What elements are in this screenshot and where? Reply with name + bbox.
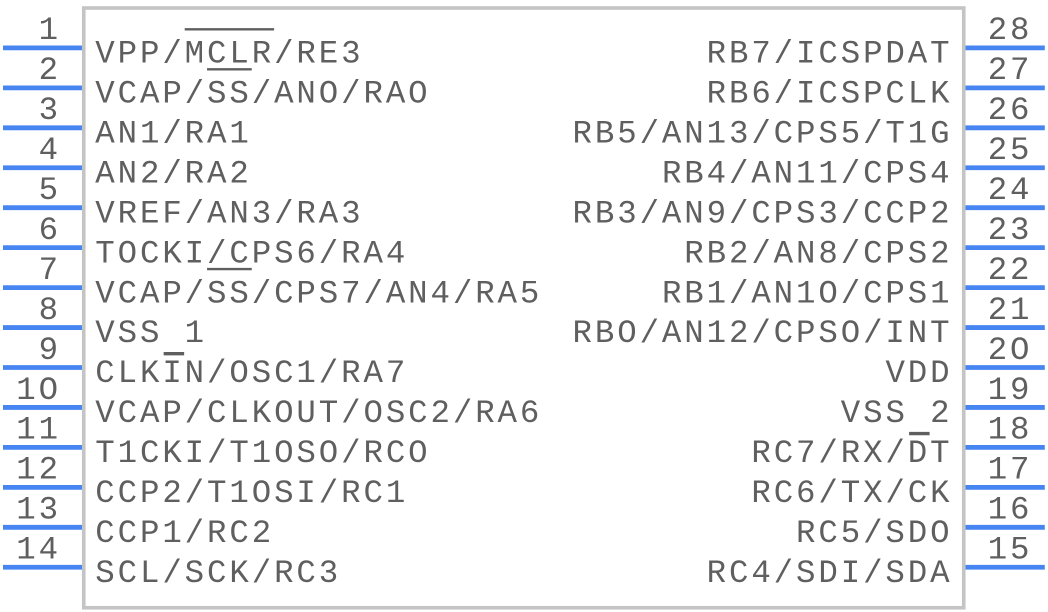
svg-text:T1CKI/T1OSO/RCO: T1CKI/T1OSO/RCO: [95, 435, 430, 472]
svg-text:CLKIN/OSC1/RA7: CLKIN/OSC1/RA7: [95, 355, 408, 392]
svg-text:VCAP/SS/CPS7/AN4/RA5: VCAP/SS/CPS7/AN4/RA5: [95, 275, 542, 312]
svg-text:8: 8: [39, 292, 61, 329]
svg-text:RC4/SDI/SDA: RC4/SDI/SDA: [707, 555, 953, 592]
svg-text:RB3/AN9/CPS3/CCP2: RB3/AN9/CPS3/CCP2: [573, 195, 953, 232]
svg-text:4: 4: [39, 132, 61, 169]
svg-text:CCP1/RC2: CCP1/RC2: [95, 515, 274, 552]
svg-text:9: 9: [39, 332, 61, 369]
svg-text:RB5/AN13/CPS5/T1G: RB5/AN13/CPS5/T1G: [573, 115, 953, 152]
svg-text:21: 21: [988, 292, 1033, 329]
svg-text:1O: 1O: [16, 372, 61, 409]
svg-text:6: 6: [39, 212, 61, 249]
svg-text:16: 16: [988, 492, 1033, 529]
svg-text:14: 14: [16, 532, 61, 569]
svg-text:25: 25: [988, 132, 1033, 169]
svg-text:VPP/MCLR/RE3: VPP/MCLR/RE3: [95, 36, 363, 73]
svg-text:26: 26: [988, 92, 1033, 129]
svg-text:AN1/RA1: AN1/RA1: [95, 115, 251, 152]
svg-text:VSS 1: VSS 1: [95, 315, 207, 352]
svg-text:VREF/AN3/RA3: VREF/AN3/RA3: [95, 195, 363, 232]
svg-text:SCL/SCK/RC3: SCL/SCK/RC3: [95, 555, 341, 592]
svg-text:AN2/RA2: AN2/RA2: [95, 155, 251, 192]
svg-text:19: 19: [988, 372, 1033, 409]
svg-text:22: 22: [988, 252, 1033, 289]
svg-text:2O: 2O: [988, 332, 1033, 369]
svg-text:TOCKI/CPS6/RA4: TOCKI/CPS6/RA4: [95, 235, 408, 272]
svg-text:18: 18: [988, 412, 1033, 449]
svg-text:VSS 2: VSS 2: [841, 395, 953, 432]
svg-text:23: 23: [988, 212, 1033, 249]
svg-text:RB2/AN8/CPS2: RB2/AN8/CPS2: [684, 235, 952, 272]
svg-text:15: 15: [988, 532, 1033, 569]
svg-text:3: 3: [39, 92, 61, 129]
svg-text:27: 27: [988, 52, 1033, 89]
svg-text:RB1/AN1O/CPS1: RB1/AN1O/CPS1: [662, 275, 953, 312]
svg-text:VCAP/CLKOUT/OSC2/RA6: VCAP/CLKOUT/OSC2/RA6: [95, 395, 542, 432]
svg-text:7: 7: [39, 252, 61, 289]
svg-text:CCP2/T1OSI/RC1: CCP2/T1OSI/RC1: [95, 475, 408, 512]
svg-text:1: 1: [39, 12, 61, 49]
svg-text:RC5/SDO: RC5/SDO: [796, 515, 952, 552]
svg-text:5: 5: [39, 172, 61, 209]
svg-text:RBO/AN12/CPSO/INT: RBO/AN12/CPSO/INT: [573, 315, 953, 352]
svg-text:12: 12: [16, 452, 61, 489]
svg-text:17: 17: [988, 452, 1033, 489]
svg-text:13: 13: [16, 492, 61, 529]
svg-text:11: 11: [16, 412, 61, 449]
svg-text:28: 28: [988, 12, 1033, 49]
svg-text:RC6/TX/CK: RC6/TX/CK: [751, 475, 952, 512]
svg-text:2: 2: [39, 52, 61, 89]
svg-text:RB6/ICSPCLK: RB6/ICSPCLK: [707, 76, 953, 113]
svg-text:RB4/AN11/CPS4: RB4/AN11/CPS4: [662, 155, 953, 192]
svg-text:RB7/ICSPDAT: RB7/ICSPDAT: [707, 36, 953, 73]
svg-text:24: 24: [988, 172, 1033, 209]
svg-text:VCAP/SS/ANO/RAO: VCAP/SS/ANO/RAO: [95, 76, 430, 113]
svg-text:VDD: VDD: [885, 355, 952, 392]
svg-text:RC7/RX/DT: RC7/RX/DT: [751, 435, 952, 472]
